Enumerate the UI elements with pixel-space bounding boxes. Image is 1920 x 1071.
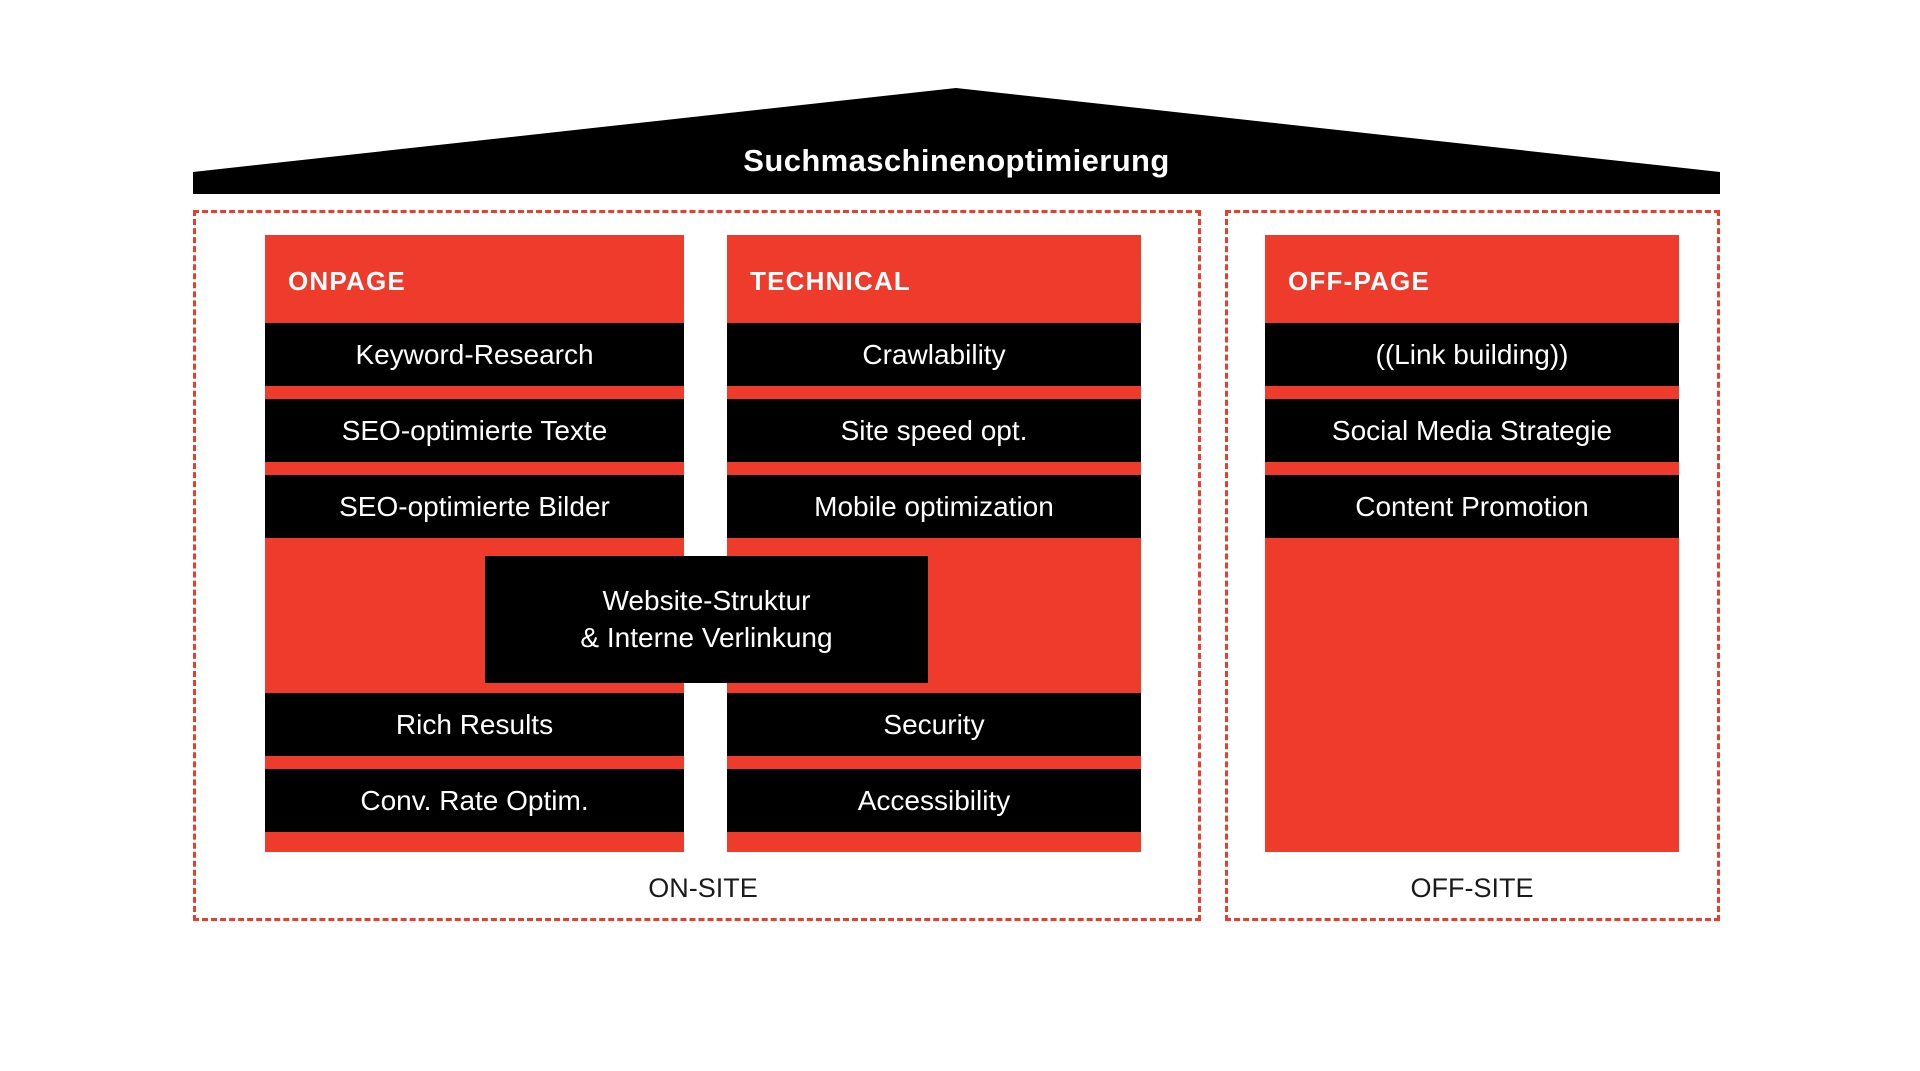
panel-offpage[interactable]: OFF-PAGE ((Link building)) Social Media …	[1265, 235, 1679, 852]
website-structure-box[interactable]: Website-Struktur & Interne Verlinkung	[485, 556, 928, 683]
panel-onpage[interactable]: ONPAGE Keyword-Research SEO-optimierte T…	[265, 235, 684, 852]
off-site-container	[1225, 210, 1720, 921]
item-bar[interactable]: Content Promotion	[1265, 475, 1679, 538]
item-bar[interactable]: ((Link building))	[1265, 323, 1679, 386]
roof-shape	[193, 88, 1720, 194]
item-bar[interactable]: Accessibility	[727, 769, 1141, 832]
item-bar[interactable]: Mobile optimization	[727, 475, 1141, 538]
item-bar[interactable]: SEO-optimierte Bilder	[265, 475, 684, 538]
item-bar[interactable]: Security	[727, 693, 1141, 756]
item-bar[interactable]: SEO-optimierte Texte	[265, 399, 684, 462]
item-bar[interactable]: Rich Results	[265, 693, 684, 756]
label-off-site: OFF-SITE	[1410, 873, 1534, 903]
item-bar[interactable]: Conv. Rate Optim.	[265, 769, 684, 832]
item-bar[interactable]: Social Media Strategie	[1265, 399, 1679, 462]
item-bar[interactable]: Keyword-Research	[265, 323, 684, 386]
diagram-title: Suchmaschinenoptimierung	[743, 143, 1170, 178]
website-structure-line2: & Interne Verlinkung	[580, 621, 833, 653]
item-bar[interactable]: Site speed opt.	[727, 399, 1141, 462]
on-site-container	[193, 210, 1201, 921]
panel-header-technical: TECHNICAL	[750, 266, 912, 296]
panel-header-onpage: ONPAGE	[288, 266, 406, 296]
website-structure-line1: Website-Struktur	[602, 584, 811, 616]
panel-technical[interactable]: TECHNICAL Crawlability Site speed opt. M…	[727, 235, 1141, 852]
panel-header-offpage: OFF-PAGE	[1288, 266, 1430, 296]
item-bar[interactable]: Crawlability	[727, 323, 1141, 386]
label-on-site: ON-SITE	[648, 873, 758, 903]
